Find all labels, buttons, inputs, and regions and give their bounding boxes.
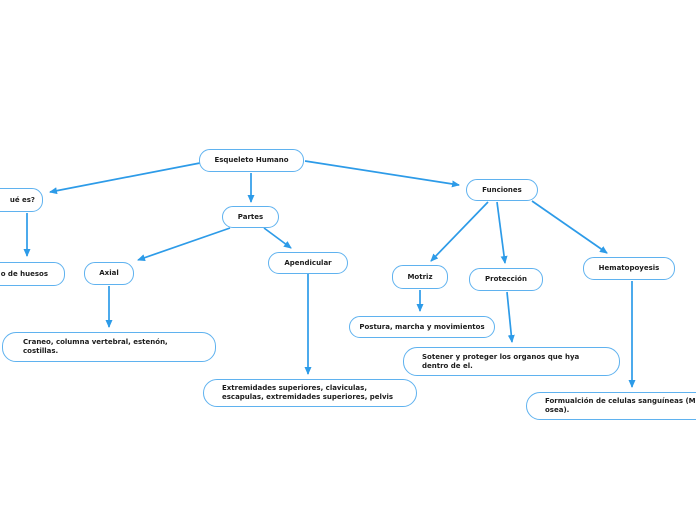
detail-line: Craneo, columna vertebral, estenón, [23, 338, 168, 346]
detail-formualcion-celulas[interactable]: Formualción de celulas sanguíneas (M ose… [526, 392, 696, 420]
node-label: Esqueleto Humano [214, 156, 289, 164]
edge-partes-apendicular [263, 227, 292, 249]
node-label: Protección [485, 275, 527, 283]
detail-line: Formualción de celulas sanguíneas (M [545, 397, 696, 405]
node-label: Axial [99, 269, 119, 277]
edge-funciones-proteccion [496, 201, 508, 264]
edge-funciones-motriz [430, 201, 489, 262]
node-axial[interactable]: Axial [84, 262, 134, 285]
node-funciones[interactable]: Funciones [466, 179, 538, 201]
detail-postura-marcha[interactable]: Postura, marcha y movimientos [349, 316, 495, 338]
detail-extremidades[interactable]: Extremidades superiores, claviculas, esc… [203, 379, 417, 407]
detail-line: dentro de el. [422, 361, 473, 370]
edge-partes-axial [137, 227, 231, 262]
detail-line: Extremidades superiores, claviculas, [222, 384, 367, 392]
detail-line: Postura, marcha y movimientos [359, 322, 485, 331]
node-label: Motriz [407, 272, 433, 281]
node-label: Apendicular [284, 258, 332, 267]
node-hematopoyesis[interactable]: Hematopoyesis [583, 257, 675, 280]
node-apendicular[interactable]: Apendicular [268, 252, 348, 274]
detail-line: Sotener y proteger los organos que hya [422, 352, 580, 361]
edge-funciones-hematopoyesis [531, 200, 608, 254]
node-motriz[interactable]: Motriz [392, 265, 448, 289]
node-partes[interactable]: Partes [222, 206, 279, 228]
node-que-es[interactable]: ué es? [0, 188, 43, 212]
node-label: Partes [237, 212, 264, 221]
detail-line: costillas. [23, 347, 59, 355]
node-label: o de huesos [0, 269, 48, 278]
edge-proteccion-sotener [506, 291, 515, 343]
edge-esqueleto-que-es [49, 162, 201, 195]
detail-sotener-proteger[interactable]: Sotener y proteger los organos que hya d… [403, 347, 620, 376]
node-label: ué es? [9, 195, 35, 204]
detail-line: escapulas, extremidades superiores, pelv… [222, 393, 394, 401]
edge-esqueleto-funciones [304, 160, 460, 188]
node-proteccion[interactable]: Protección [469, 268, 543, 291]
node-label: Funciones [482, 185, 522, 194]
node-conjunto-de-huesos[interactable]: o de huesos [0, 262, 65, 286]
detail-craneo-columna[interactable]: Craneo, columna vertebral, estenón, cost… [2, 332, 216, 362]
node-label: Hematopoyesis [598, 264, 660, 272]
detail-line: osea). [545, 406, 570, 414]
node-esqueleto-humano[interactable]: Esqueleto Humano [199, 149, 304, 172]
